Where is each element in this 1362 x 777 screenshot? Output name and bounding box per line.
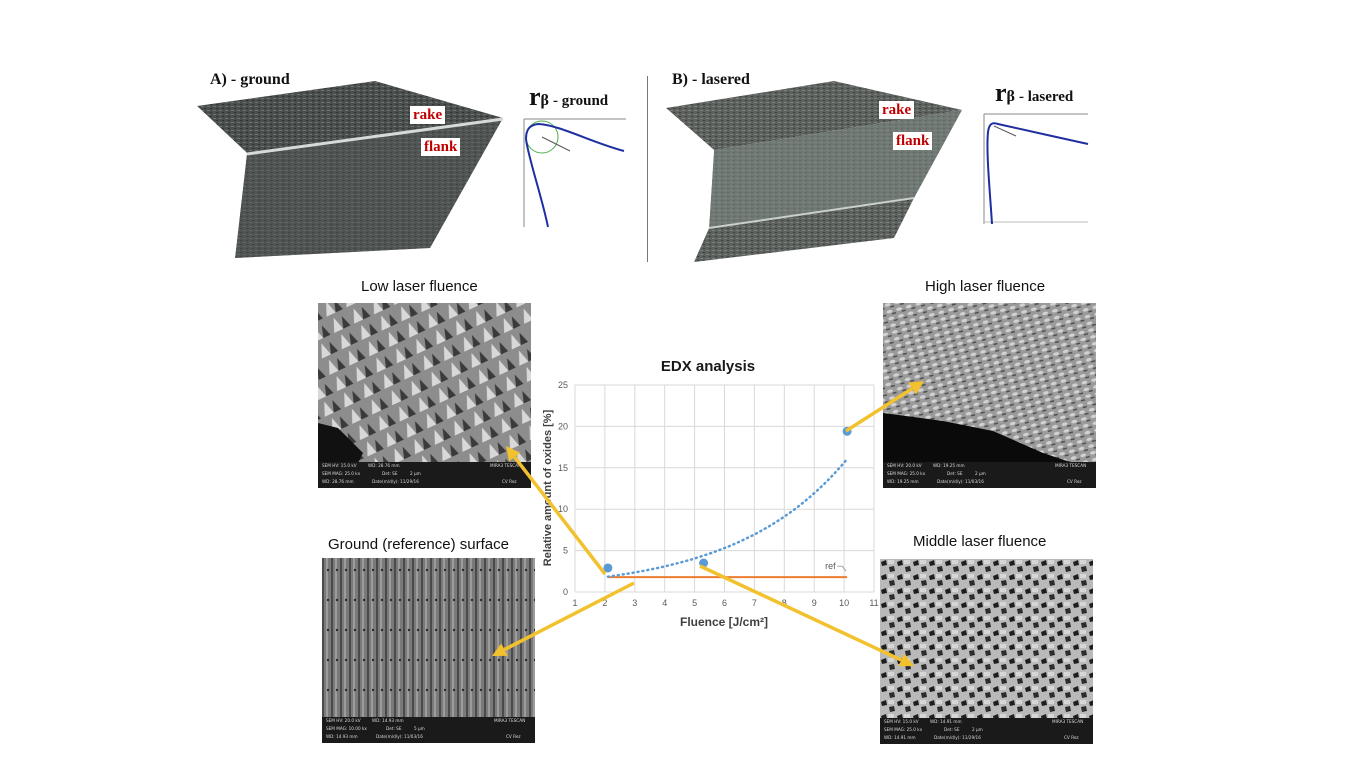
arrow-shaft bbox=[503, 581, 635, 652]
arrow-shaft bbox=[699, 564, 903, 662]
r-beta-lasered-title: rβ - lasered bbox=[995, 78, 1074, 107]
high-fluence-title: High laser fluence bbox=[925, 278, 1046, 295]
middle-fluence-title: Middle laser fluence bbox=[913, 533, 1047, 550]
flank-label-a: flank bbox=[421, 138, 461, 156]
y-tick-label: 10 bbox=[558, 504, 568, 514]
trendline bbox=[606, 457, 849, 578]
sem-infobar-low: SEM HV: 15.0 kV WD: 28.76 mm MIRA3 TESCA… bbox=[318, 462, 531, 488]
arrow-head bbox=[908, 381, 924, 395]
sem-infobar-high: SEM HV: 20.0 kV WD: 19.25 mm MIRA3 TESCA… bbox=[883, 462, 1096, 488]
panel-a-label: A) - ground bbox=[210, 71, 290, 88]
low-fluence-title: Low laser fluence bbox=[361, 278, 478, 295]
reference-leader bbox=[837, 565, 847, 572]
sem-image-low-fluence: SEM HV: 15.0 kV WD: 28.76 mm MIRA3 TESCA… bbox=[318, 303, 531, 488]
r-beta-ground-title: rβ - ground bbox=[529, 82, 609, 111]
x-tick-label: 11 bbox=[869, 598, 878, 608]
x-tick-label: 8 bbox=[782, 598, 787, 608]
x-tick-label: 5 bbox=[692, 598, 697, 608]
arrow-shaft bbox=[513, 456, 607, 576]
x-tick-label: 7 bbox=[752, 598, 757, 608]
chart-title: EDX analysis bbox=[661, 358, 755, 375]
y-tick-label: 0 bbox=[563, 587, 568, 597]
x-tick-label: 10 bbox=[839, 598, 849, 608]
arrow-head bbox=[492, 643, 508, 656]
sem-image-high-fluence: SEM HV: 20.0 kV WD: 19.25 mm MIRA3 TESCA… bbox=[883, 303, 1096, 488]
panel-divider bbox=[647, 76, 648, 262]
y-axis-label: Relative amount of oxides [%] bbox=[542, 409, 554, 566]
y-tick-label: 5 bbox=[563, 546, 568, 556]
y-tick-label: 20 bbox=[558, 421, 568, 431]
rake-label-b: rake bbox=[879, 101, 915, 119]
y-tick-label: 25 bbox=[558, 380, 568, 390]
arrow-to-low-fluence bbox=[506, 446, 607, 576]
x-tick-label: 4 bbox=[662, 598, 667, 608]
reference-label: ref bbox=[825, 561, 836, 571]
ground-surface-title: Ground (reference) surface bbox=[328, 536, 509, 553]
data-point bbox=[603, 563, 613, 573]
arrow-head bbox=[506, 446, 521, 462]
arrow-shaft bbox=[845, 387, 914, 433]
edge-radius-ground-plot bbox=[523, 118, 626, 228]
x-tick-label: 3 bbox=[632, 598, 637, 608]
x-tick-label: 6 bbox=[722, 598, 727, 608]
arrow-to-ground-surface bbox=[492, 581, 635, 656]
x-tick-label: 1 bbox=[572, 598, 577, 608]
x-axis-label: Fluence [J/cm²] bbox=[680, 615, 768, 629]
arrow-to-high-fluence bbox=[845, 381, 924, 433]
arrow-to-middle-fluence bbox=[699, 564, 914, 667]
rake-label-a: rake bbox=[410, 106, 446, 124]
sem-infobar-middle: SEM HV: 15.0 kV WD: 14.91 mm MIRA3 TESCA… bbox=[880, 718, 1093, 744]
x-tick-label: 9 bbox=[812, 598, 817, 608]
sem-infobar-ground: SEM HV: 20.0 kV WD: 14.93 mm MIRA3 TESCA… bbox=[322, 717, 535, 743]
arrow-head bbox=[898, 653, 914, 667]
flank-label-b: flank bbox=[893, 132, 933, 150]
y-tick-label: 15 bbox=[558, 463, 568, 473]
edge-radius-lasered-plot bbox=[983, 113, 1089, 225]
x-tick-label: 2 bbox=[602, 598, 607, 608]
panel-b-label: B) - lasered bbox=[672, 71, 750, 88]
sem-image-middle-fluence: SEM HV: 15.0 kV WD: 14.91 mm MIRA3 TESCA… bbox=[880, 559, 1093, 744]
